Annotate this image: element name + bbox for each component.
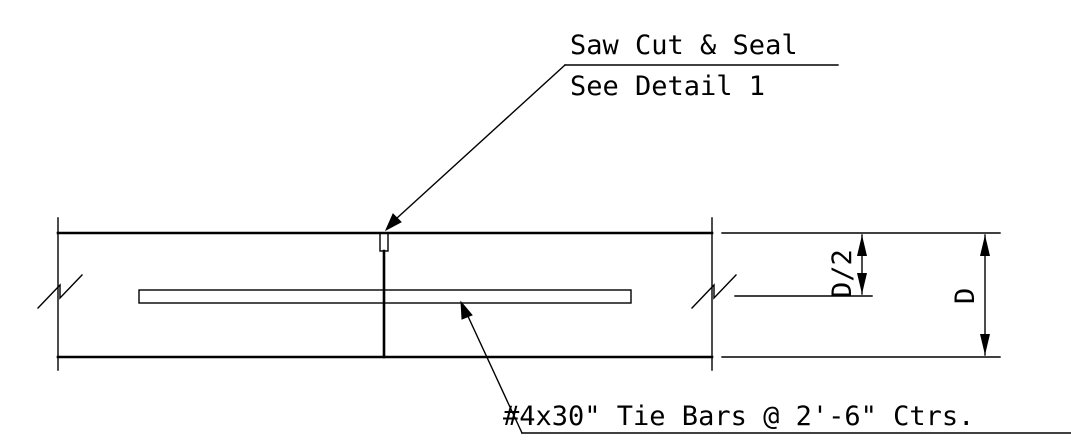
- saw-cut-label: Saw Cut & Seal: [570, 30, 798, 61]
- depth-arrow-bottom: [980, 334, 990, 355]
- break-symbol-left: [37, 274, 83, 309]
- break-symbol-right: [691, 274, 737, 309]
- tie-bar-leader: [460, 300, 1071, 434]
- half-depth-arrow-top: [857, 235, 867, 256]
- saw-cut-joint: [379, 232, 389, 359]
- half-depth-arrow-bottom: [857, 273, 867, 294]
- tie-bar-label: #4x30" Tie Bars @ 2'-6" Ctrs.: [503, 401, 974, 432]
- half-depth-dimension: [857, 234, 867, 295]
- dimension-extension-lines: [721, 232, 1001, 358]
- saw-cut-arrowhead: [384, 213, 402, 232]
- depth-label: D: [950, 288, 981, 304]
- see-detail-label: See Detail 1: [570, 71, 765, 102]
- depth-arrow-top: [980, 235, 990, 256]
- tie-bar-arrowhead: [460, 300, 473, 320]
- saw-cut-groove: [379, 232, 389, 252]
- depth-dimension: [980, 234, 990, 356]
- saw-cut-leader: [384, 64, 839, 232]
- half-depth-label: D/2: [827, 249, 858, 298]
- saw-cut-leader-line: [396, 64, 566, 219]
- tie-bar-leader-line: [465, 311, 523, 434]
